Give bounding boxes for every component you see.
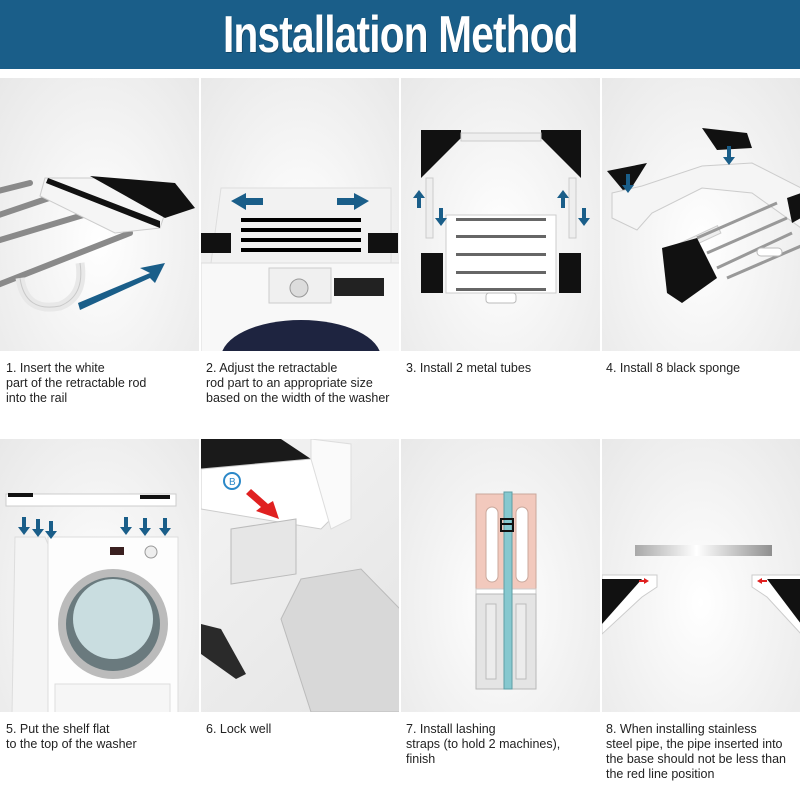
frame-sponges-illustration bbox=[606, 128, 800, 303]
frame-top-view-illustration bbox=[413, 130, 590, 304]
step-5-image bbox=[0, 439, 199, 712]
retractable-rod-illustration bbox=[0, 176, 195, 312]
step-4-image bbox=[601, 78, 800, 351]
steps-row-2: B bbox=[0, 439, 800, 712]
step-7-caption: 7. Install lashing straps (to hold 2 mac… bbox=[406, 722, 561, 766]
captions-row-1: 1. Insert the white part of the retracta… bbox=[0, 361, 800, 406]
header-banner: Installation Method bbox=[0, 0, 800, 69]
pipe-and-base-illustration bbox=[601, 545, 800, 635]
captions-row-2: 5. Put the shelf flat to the top of the … bbox=[0, 722, 800, 782]
lock-closeup-illustration: B bbox=[200, 439, 399, 712]
svg-text:B: B bbox=[229, 477, 236, 488]
step-6-image: B bbox=[200, 439, 399, 712]
step-2-image bbox=[200, 78, 399, 351]
step-8-image bbox=[601, 439, 800, 712]
shelf-on-dryer-illustration bbox=[5, 493, 179, 712]
step-4-caption: 4. Install 8 black sponge bbox=[606, 361, 741, 375]
step-3-image bbox=[401, 78, 600, 351]
step-1-caption: 1. Insert the white part of the retracta… bbox=[6, 361, 147, 405]
step-5-caption: 5. Put the shelf flat to the top of the … bbox=[6, 722, 137, 751]
step-1-image bbox=[0, 78, 199, 351]
step-8-caption: 8. When installing stainless steel pipe,… bbox=[606, 722, 786, 781]
step-2-caption: 2. Adjust the retractable rod part to an… bbox=[206, 361, 390, 405]
stacked-machines-illustration bbox=[475, 491, 537, 690]
step-7-image bbox=[401, 439, 600, 712]
step-3-caption: 3. Install 2 metal tubes bbox=[406, 361, 532, 375]
step-6-caption: 6. Lock well bbox=[206, 722, 272, 736]
washer-shelf-illustration bbox=[200, 187, 399, 351]
steps-row-1 bbox=[0, 78, 800, 351]
page-title: Installation Method bbox=[222, 5, 578, 64]
